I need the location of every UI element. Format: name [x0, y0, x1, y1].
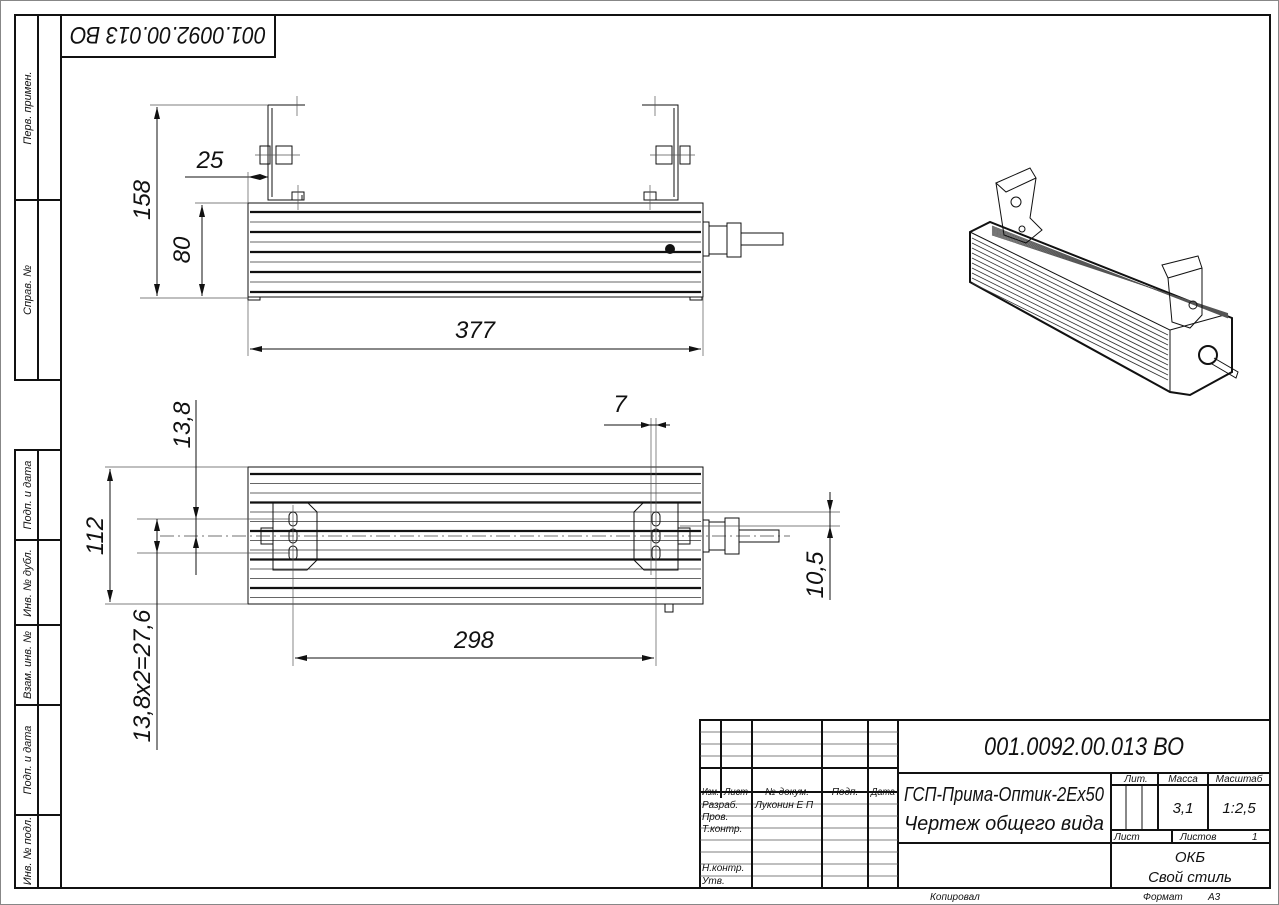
dim-158: 158 [129, 179, 156, 220]
plan-view: 112 13,8 13,8x2=27,6 7 10,5 298 [82, 391, 840, 750]
fin-line [971, 242, 1169, 341]
title-block: 001.0092.00.013 ВО ГСП-Прима-Оптик-2Ex50… [699, 719, 1271, 903]
tb-name-line1: ГСП-Прима-Оптик-2Ex50 [904, 784, 1104, 806]
tb-format-label: Формат [1143, 892, 1183, 903]
strip-inv-dubl: Инв. № дубл. [22, 549, 34, 617]
tb-hdr-list: Лист [723, 787, 748, 798]
tb-org-line2: Свой стиль [1148, 869, 1232, 886]
tb-scale-label: Масштаб [1216, 773, 1263, 785]
tb-name-line2: Чертеж общего вида [904, 813, 1104, 835]
stamp-text: 001.0092.00.013 ВО [70, 21, 266, 48]
fin-line [971, 282, 1169, 381]
fin-line [991, 234, 1229, 314]
tb-hdr-izm: Изм. [702, 787, 719, 798]
fin-line [971, 237, 1169, 336]
tb-role-tkontr: Т.контр. [702, 824, 742, 835]
fin-line [971, 252, 1169, 351]
tb-hdr-sign: Подп. [832, 787, 859, 798]
tb-hdr-date: Дата [870, 787, 895, 798]
strip-perv-primen: Перв. примен. [22, 71, 34, 144]
fin-line [971, 267, 1169, 366]
dim-27-6: 13,8x2=27,6 [129, 609, 156, 742]
dim-10-5: 10,5 [802, 551, 829, 598]
dim-25: 25 [196, 147, 224, 174]
front-view: 158 25 80 377 [129, 96, 784, 356]
strip-podp-data-2: Подп. и дата [22, 726, 34, 795]
strip-inv-podl: Инв. № подл. [22, 817, 34, 885]
tb-sheets: 1 [1252, 832, 1258, 843]
tb-lit-label: Лит. [1123, 774, 1147, 785]
dim-7: 7 [613, 391, 628, 418]
tb-role-prov: Пров. [702, 812, 728, 823]
fin-line [971, 262, 1169, 361]
side-strip: Перв. примен. Справ. № Подп. и дата Инв.… [14, 14, 62, 889]
tb-role-razrab: Разраб. [702, 799, 738, 811]
dim-112: 112 [82, 517, 109, 555]
tb-copied: Копировал [930, 892, 980, 903]
isometric-view [969, 167, 1239, 397]
tb-org-line1: ОКБ [1175, 849, 1206, 866]
dim-377: 377 [455, 317, 497, 344]
tb-scale: 1:2,5 [1222, 800, 1256, 817]
strip-sprav-no: Справ. № [22, 265, 34, 315]
tb-mass-label: Масса [1168, 774, 1198, 785]
rotated-stamp: 001.0092.00.013 ВО [60, 14, 276, 58]
dim-298: 298 [453, 627, 495, 654]
fin-line [971, 257, 1169, 356]
dim-80: 80 [169, 236, 196, 263]
tb-hdr-doc: № докум. [765, 787, 809, 798]
tb-mass: 3,1 [1173, 800, 1194, 817]
dim-13-8: 13,8 [169, 401, 196, 448]
tb-format: А3 [1207, 892, 1221, 903]
tb-developer: Луконин Е П [754, 800, 814, 811]
fin-line [971, 277, 1169, 376]
strip-podp-data-1: Подп. и дата [22, 461, 34, 530]
tb-doc-number: 001.0092.00.013 ВО [984, 733, 1184, 761]
fin-line [971, 272, 1169, 371]
tb-role-utv: Утв. [701, 876, 725, 887]
tb-role-nkontr: Н.контр. [702, 863, 744, 874]
tb-sheets-label: Листов [1179, 832, 1216, 843]
tb-sheet-label: Лист [1113, 832, 1140, 843]
strip-vzam-inv: Взам. инв. № [22, 631, 34, 699]
fin-line [971, 247, 1169, 346]
